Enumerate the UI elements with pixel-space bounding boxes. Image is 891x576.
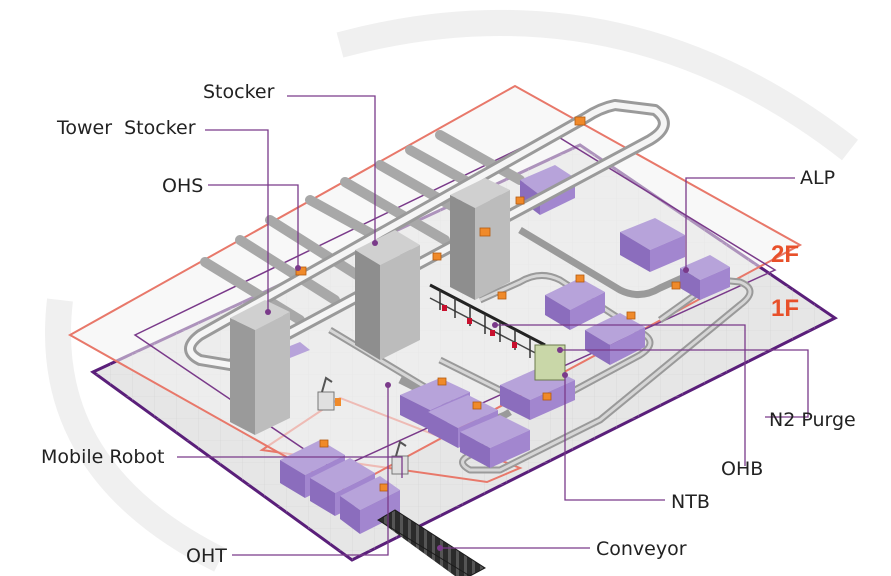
leader-lines [177,95,809,556]
background-arcs [45,9,859,572]
label-n2-purge: N2 Purge [769,409,856,431]
label-stocker: Stocker [203,81,275,103]
label-alp: ALP [800,167,835,189]
leader-dots [265,240,689,551]
equipment-1f [280,165,730,534]
floor-label-1f: 1F [771,295,799,322]
orange-vehicles [295,116,681,492]
label-tower-stocker: Tower Stocker [56,117,196,139]
label-conveyor: Conveyor [596,538,687,560]
label-mobile-robot: Mobile Robot [41,446,164,468]
floor-label-2f: 2F [771,241,799,268]
label-ntb: NTB [671,491,710,513]
label-ohb: OHB [721,458,763,480]
label-oht: OHT [186,545,227,567]
ntb-rack [429,283,566,381]
label-ohs: OHS [162,175,203,197]
mobile-robots [317,376,409,475]
conveyor [377,509,486,576]
stocker-towers [230,178,510,435]
oht-loop-2f [184,99,670,371]
